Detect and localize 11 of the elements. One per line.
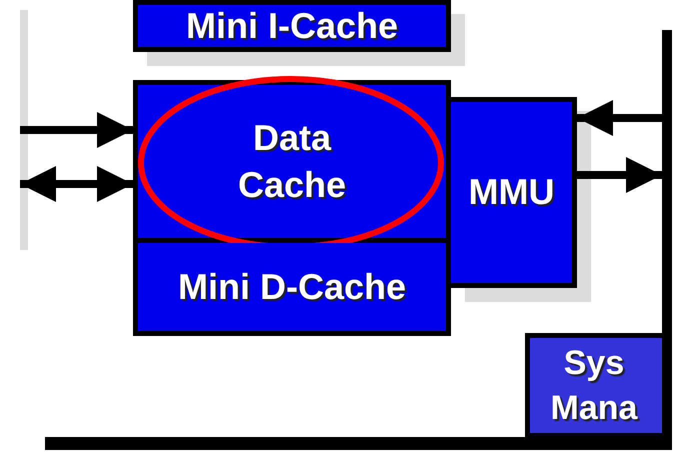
arrow [577,100,662,136]
block-box [133,243,451,336]
block-label: Data Cache [236,116,348,206]
arrow [20,112,133,148]
block-label: MMU [468,170,554,214]
block-box [525,333,662,438]
block-label: Mini I-Cache [186,8,398,44]
block-label: Sys Mana [550,343,639,428]
arrow [577,157,662,193]
block-label: Mini D-Cache [178,264,406,309]
arrow [20,166,133,202]
